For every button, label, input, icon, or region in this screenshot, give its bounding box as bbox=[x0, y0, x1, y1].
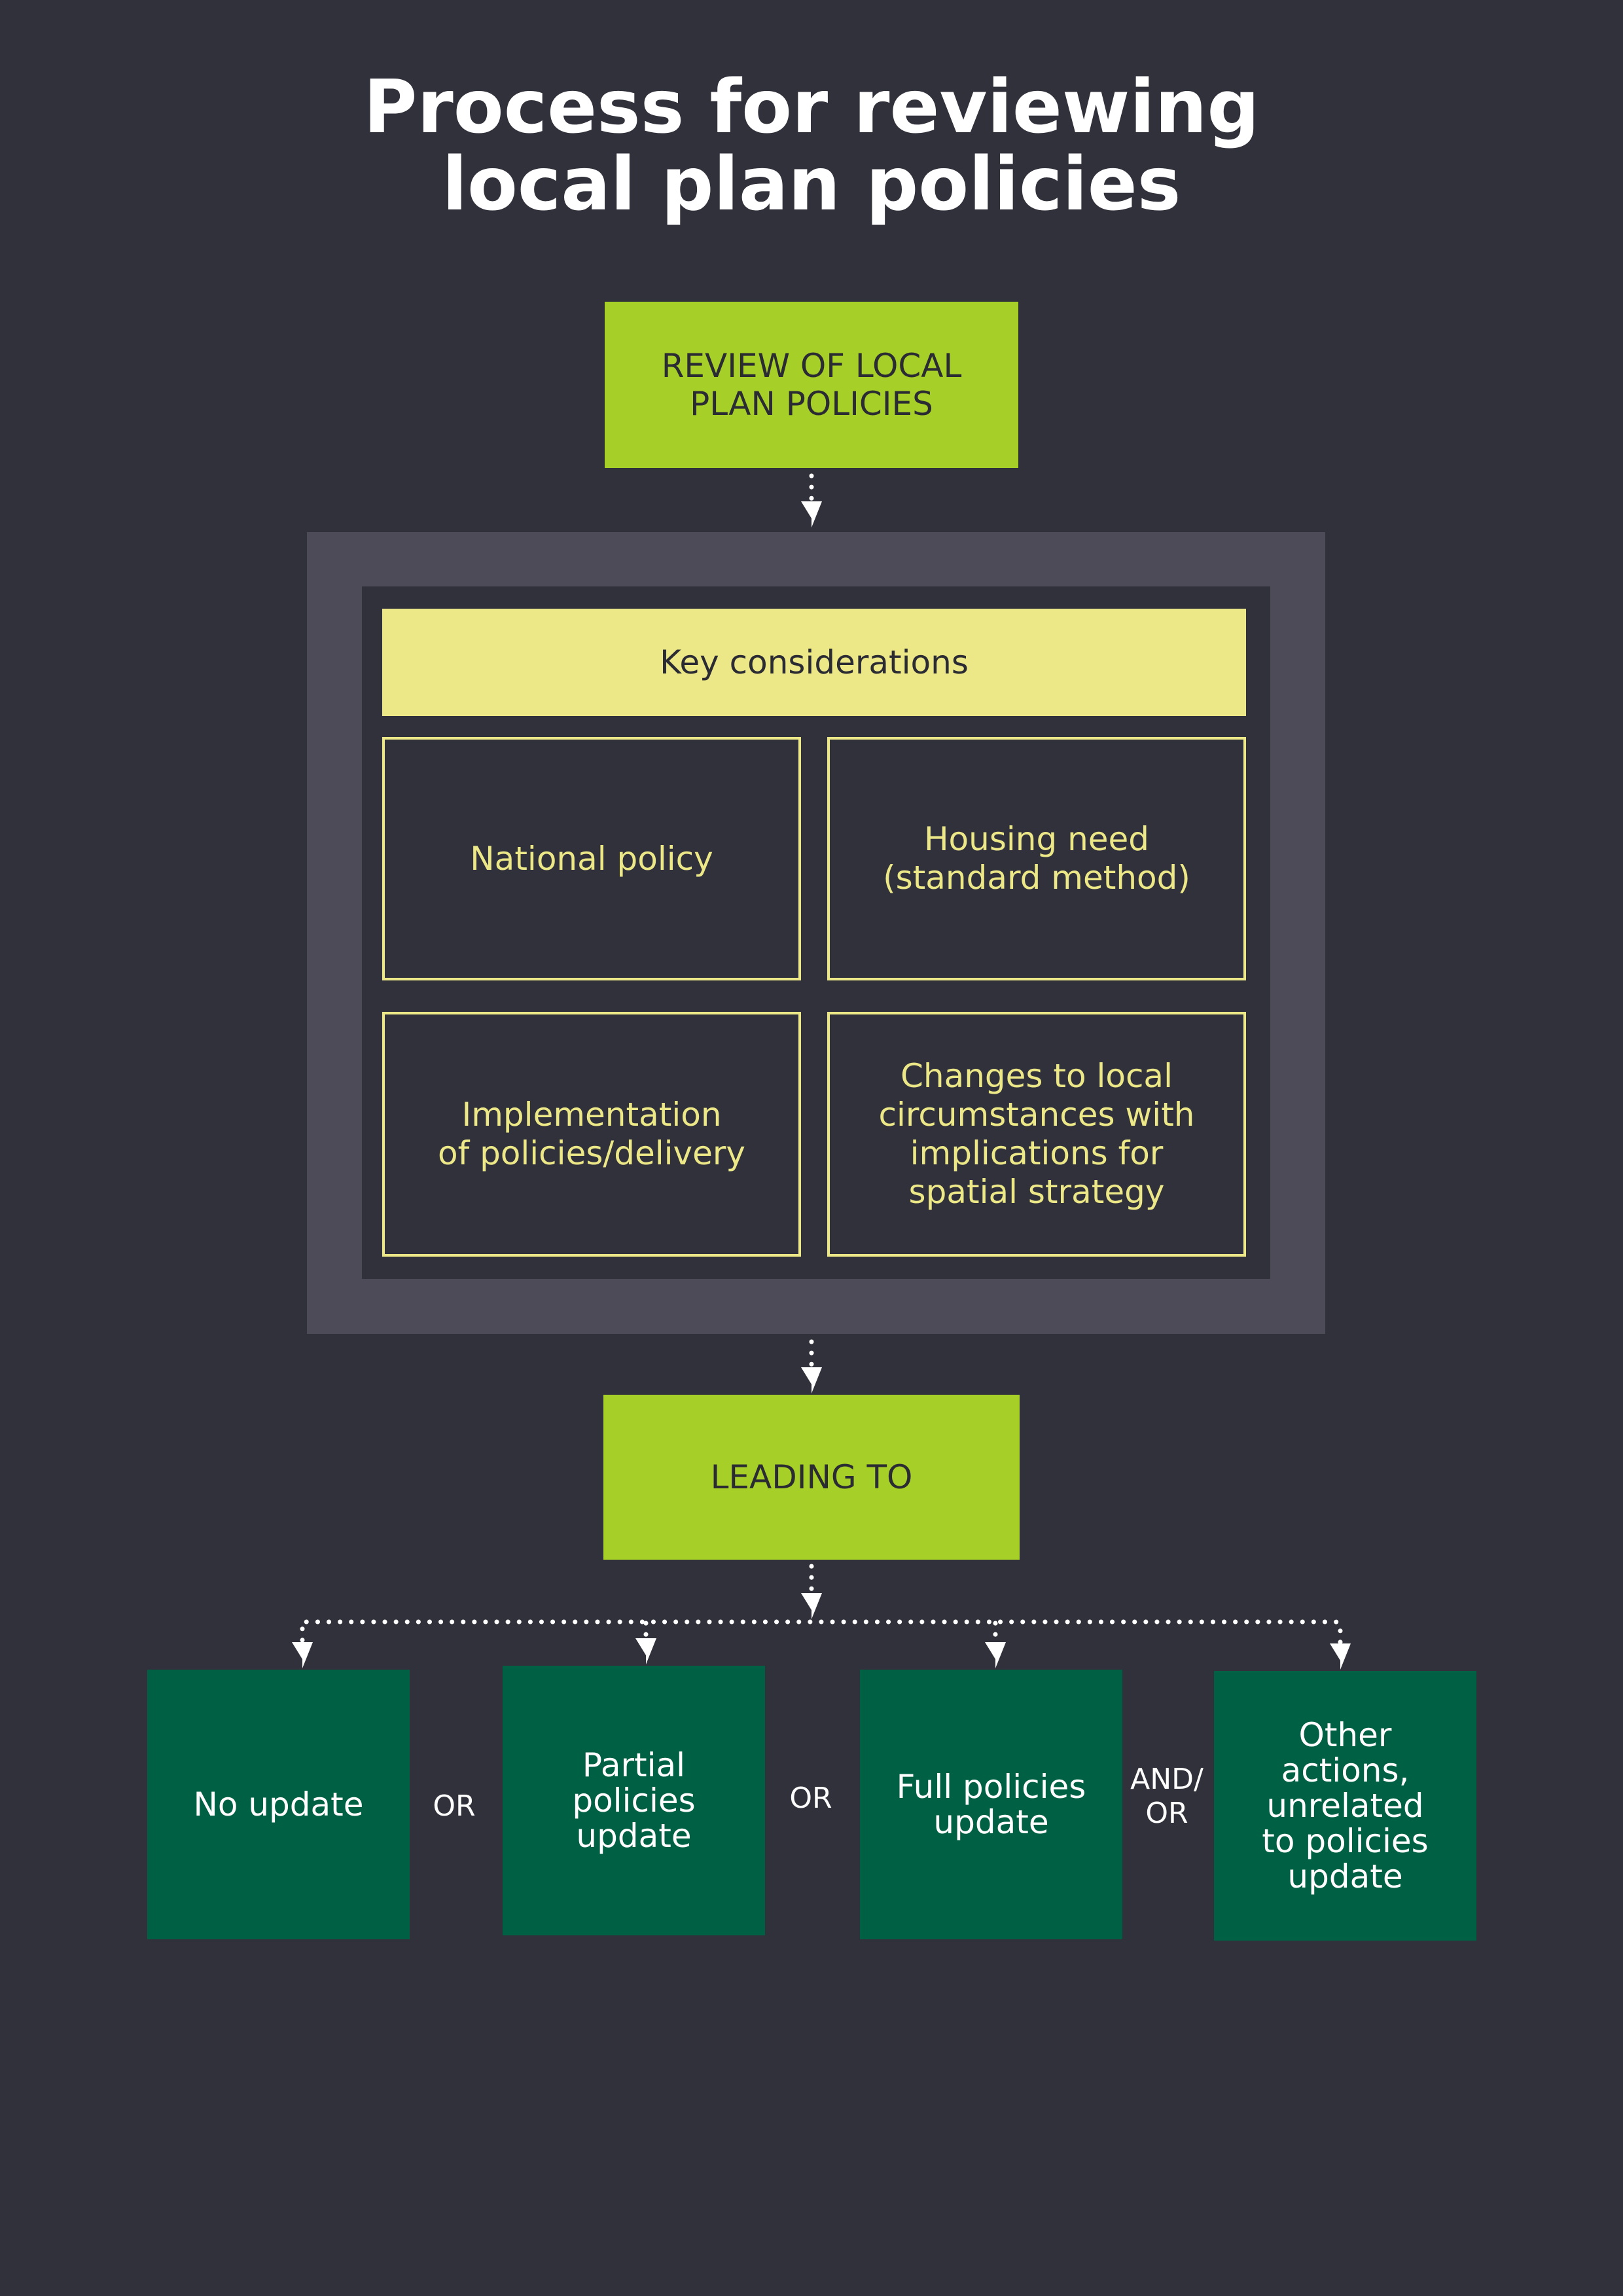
local-circumstances-box: Changes to local circumstances with impl… bbox=[827, 1012, 1246, 1257]
arrow-branch-line bbox=[300, 1619, 1343, 1654]
national-policy-text: National policy bbox=[470, 839, 713, 878]
outcome-other-line-5: update bbox=[1287, 1857, 1403, 1895]
leading-to-text: LEADING TO bbox=[710, 1458, 913, 1496]
leading-to-box: LEADING TO bbox=[603, 1395, 1020, 1560]
page-title-line-2: local plan policies bbox=[442, 142, 1181, 227]
implementation-box: Implementation of policies/delivery bbox=[382, 1012, 801, 1257]
arrowhead-leading-to-branch bbox=[801, 1593, 822, 1619]
outcome-other-line-2: actions, bbox=[1281, 1751, 1410, 1789]
connector-or-2: OR bbox=[772, 1779, 850, 1818]
page-title-line-1: Process for reviewing bbox=[363, 65, 1260, 150]
local-circumstances-line-3: implications for bbox=[910, 1134, 1164, 1172]
national-policy-box: National policy bbox=[382, 737, 801, 980]
arrowhead-full bbox=[985, 1642, 1006, 1668]
review-box-line-1: REVIEW OF LOCAL bbox=[661, 347, 962, 385]
outcome-partial-line-1: Partial bbox=[582, 1746, 686, 1784]
housing-need-box: Housing need (standard method) bbox=[827, 737, 1246, 980]
outcome-full-update-box: Full policies update bbox=[860, 1670, 1122, 1939]
local-circumstances-line-2: circumstances with bbox=[878, 1096, 1195, 1134]
page-title: Process for reviewing local plan policie… bbox=[0, 69, 1623, 223]
connector-and-or: AND/ OR bbox=[1121, 1761, 1213, 1833]
arrowhead-partial bbox=[635, 1638, 656, 1664]
arrowhead-other bbox=[1330, 1643, 1351, 1670]
outcome-no-update-text: No update bbox=[193, 1785, 364, 1823]
connector-or-1: OR bbox=[415, 1787, 493, 1826]
arrowhead-key-to-leading bbox=[801, 1367, 822, 1393]
implementation-line-2: of policies/delivery bbox=[437, 1134, 746, 1172]
outcome-full-line-2: update bbox=[933, 1803, 1049, 1841]
key-considerations-header-text: Key considerations bbox=[660, 643, 969, 681]
local-circumstances-line-4: spatial strategy bbox=[908, 1173, 1165, 1211]
outcome-partial-update-box: Partial policies update bbox=[503, 1666, 765, 1935]
outcome-full-line-1: Full policies bbox=[896, 1768, 1086, 1806]
local-circumstances-line-1: Changes to local bbox=[901, 1057, 1173, 1095]
outcome-no-update-box: No update bbox=[147, 1670, 410, 1939]
housing-need-line-1: Housing need bbox=[923, 820, 1150, 858]
outcome-other-line-4: to policies bbox=[1262, 1822, 1429, 1860]
connector-and-or-line-1: AND/ bbox=[1130, 1763, 1204, 1796]
outcome-other-line-3: unrelated bbox=[1266, 1787, 1424, 1825]
outcome-other-line-1: Other bbox=[1298, 1716, 1392, 1754]
arrowhead-review-to-key bbox=[801, 501, 822, 528]
review-box: REVIEW OF LOCAL PLAN POLICIES bbox=[605, 302, 1018, 468]
outcome-partial-line-2: policies bbox=[572, 1782, 696, 1820]
connector-or-2-text: OR bbox=[789, 1782, 832, 1815]
review-box-line-2: PLAN POLICIES bbox=[690, 385, 933, 423]
outcome-partial-line-3: update bbox=[576, 1817, 692, 1855]
connector-and-or-line-2: OR bbox=[1145, 1797, 1188, 1830]
outcome-other-actions-box: Other actions, unrelated to policies upd… bbox=[1214, 1671, 1476, 1941]
key-considerations-header: Key considerations bbox=[382, 609, 1246, 716]
housing-need-line-2: (standard method) bbox=[883, 859, 1190, 897]
connector-or-1-text: OR bbox=[433, 1789, 476, 1823]
implementation-line-1: Implementation bbox=[461, 1096, 722, 1134]
arrowhead-no-update bbox=[292, 1642, 313, 1668]
